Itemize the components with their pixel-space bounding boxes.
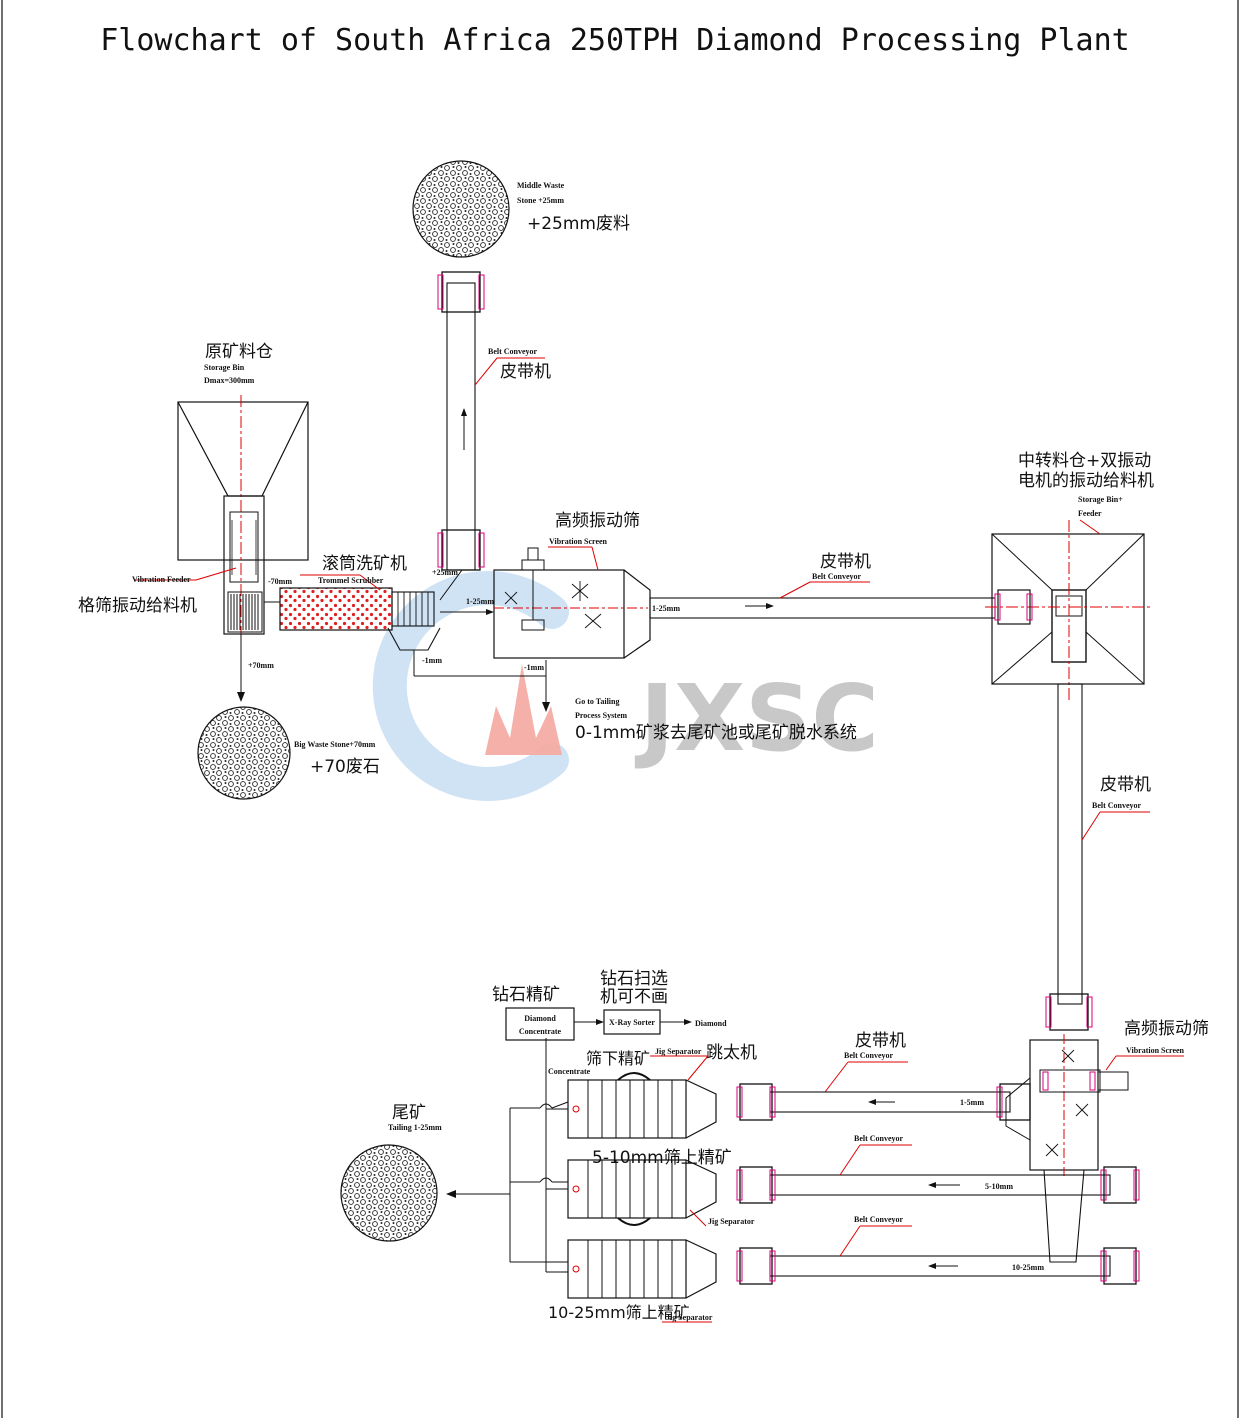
grizzly-en-label: Vibration Feeder (132, 575, 191, 584)
screen1-cn-label: 高频振动筛 (555, 511, 640, 531)
big-waste-cn-label: +70废石 (310, 757, 380, 777)
jig3-en-label: Jig Separator (666, 1313, 713, 1322)
plus25-chute: +25mm 1-25mm (432, 568, 494, 615)
belt-conveyor-4: 1-5mm Belt Conveyor 皮带机 (736, 1031, 1031, 1121)
scrubber-cn-label: 滚筒洗矿机 (322, 554, 407, 574)
xray-cn2-label: 机可不画 (600, 987, 668, 1007)
trommel-scrubber: 滚筒洗矿机 Trommel Scrubber (279, 554, 435, 631)
storage-bin-dmax-label: Dmax=300mm (204, 376, 255, 385)
belt1-cn-label: 皮带机 (500, 362, 551, 382)
jig-piping (450, 1040, 569, 1273)
middle-waste-cn-label: +25mm废料 (527, 214, 630, 234)
tailing-cn-label: 尾矿 (392, 1103, 426, 1123)
screen1-en-label: Vibration Screen (549, 537, 608, 546)
belt5-size-label: 5-10mm (985, 1182, 1013, 1191)
middle-waste-pile: Middle Waste Stone +25mm +25mm废料 (412, 160, 630, 258)
belt4-size-label: 1-5mm (960, 1098, 984, 1107)
middle-waste-en-label: Middle Waste (517, 181, 565, 190)
diamond-conc-cn-label: 钻石精矿 (492, 985, 560, 1005)
belt4-cn-label: 皮带机 (855, 1031, 906, 1051)
plus25-label: +25mm (432, 568, 458, 577)
jig2-en-label: Jig Separator (708, 1217, 755, 1226)
storage-bin-en-label: Storage Bin (204, 363, 245, 372)
xray-en-label: X-Ray Sorter (609, 1018, 655, 1027)
tailing-pile: 尾矿 Tailing 1-25mm (340, 1103, 442, 1242)
watermark-ring (372, 571, 569, 801)
jig-separator-3: 10-25mm筛上精矿 Jig Separator (548, 1239, 717, 1323)
diamond-concentrate-box: Diamond Concentrate 钻石精矿 (492, 985, 575, 1041)
belt4-en-label: Belt Conveyor (844, 1051, 894, 1060)
watermark-flame-icon (485, 664, 562, 755)
tailing-system-en1-label: Go to Tailing (575, 697, 619, 706)
surge-bin-en2-label: Feeder (1078, 509, 1102, 518)
belt3-en-label: Belt Conveyor (1092, 801, 1142, 810)
xray-cn1-label: 钻石扫选 (600, 969, 668, 989)
tailing-system-cn-label: 0-1mm矿浆去尾矿池或尾矿脱水系统 (575, 723, 857, 743)
scrubber-minus1-label: -1mm (422, 656, 442, 665)
big-waste-flow: +70mm (237, 634, 274, 702)
jxsc-watermark: JXSC (372, 571, 879, 801)
belt-conveyor-6: 10-25mm Belt Conveyor (736, 1215, 1140, 1285)
diamond-conc-en1-label: Diamond (524, 1014, 556, 1023)
jig1-en-label: Jig Separator (655, 1047, 702, 1056)
surge-bin-en1-label: Storage Bin+ (1078, 495, 1123, 504)
storage-bin: 原矿料仓 Storage Bin Dmax=300mm (177, 342, 309, 640)
belt5-en-label: Belt Conveyor (854, 1134, 904, 1143)
jig3-cn-label: 10-25mm筛上精矿 (548, 1303, 690, 1322)
concentrate-label: Concentrate (548, 1067, 591, 1076)
tailing-en-label: Tailing 1-25mm (388, 1123, 442, 1132)
jig-separator-1: 筛下精矿 Jig Separator 跳太机 (567, 1043, 757, 1139)
watermark-text: JXSC (634, 665, 879, 772)
xray-sorter-box: X-Ray Sorter Diamond 钻石扫选 机可不画 (574, 969, 727, 1035)
belt1-en-label: Belt Conveyor (488, 347, 538, 356)
jig1-cn2-label: 跳太机 (706, 1043, 757, 1063)
belt2-size-label: 1-25mm (652, 604, 680, 613)
surge-bin-cn2-label: 电机的振动给料机 (1018, 471, 1154, 491)
screen1-minus1-label: -1mm (524, 663, 544, 672)
vibration-screen-1: 高频振动筛 Vibration Screen (493, 511, 651, 659)
vibration-screen-2: 高频振动筛 Vibration Screen (1005, 1019, 1209, 1263)
diamond-output-label: Diamond (695, 1019, 727, 1028)
storage-bin-cn-label: 原矿料仓 (205, 342, 273, 362)
belt-conveyor-1: Belt Conveyor 皮带机 (437, 271, 551, 571)
belt-conveyor-5: 5-10mm Belt Conveyor (736, 1134, 1140, 1204)
grizzly-vibration-feeder: Vibration Feeder 格筛振动给料机 -70mm (78, 495, 292, 635)
screen2-en-label: Vibration Screen (1126, 1046, 1185, 1055)
tailing-system-en2-label: Process System (575, 711, 627, 720)
screen1-feed-size-label: 1-25mm (466, 597, 494, 606)
belt6-en-label: Belt Conveyor (854, 1215, 904, 1224)
big-waste-size-label: +70mm (248, 661, 274, 670)
grizzly-cn-label: 格筛振动给料机 (78, 596, 197, 616)
belt2-cn-label: 皮带机 (820, 552, 871, 572)
belt-conveyor-2: 1-25mm Belt Conveyor 皮带机 (649, 552, 996, 619)
belt3-cn-label: 皮带机 (1100, 775, 1151, 795)
screen2-cn-label: 高频振动筛 (1124, 1019, 1209, 1039)
surge-bin-feeder: 中转料仓+双振动 电机的振动给料机 Storage Bin+ Feeder (985, 451, 1154, 700)
jig1-cn-label: 筛下精矿 (586, 1049, 650, 1068)
big-waste-en-label: Big Waste Stone+70mm (294, 740, 376, 749)
diagram-title: Flowchart of South Africa 250TPH Diamond… (100, 23, 1130, 58)
scrubber-en-label: Trommel Scrubber (318, 576, 384, 585)
diamond-conc-en2-label: Concentrate (519, 1027, 562, 1036)
grizzly-minus70-label: -70mm (268, 577, 292, 586)
big-waste-pile: Big Waste Stone+70mm +70废石 (197, 706, 380, 800)
scrubber-undersize-hopper: -1mm -1mm Go to Tailing Process System 0… (387, 627, 857, 743)
jig-separator-2: 5-10mm筛上精矿 Jig Separator (567, 1148, 755, 1227)
belt6-size-label: 10-25mm (1012, 1263, 1044, 1272)
jig2-cn-label: 5-10mm筛上精矿 (592, 1148, 732, 1168)
middle-waste-size-label: Stone +25mm (517, 196, 564, 205)
tailing-arrow-icon (446, 1190, 456, 1198)
belt-conveyor-3: 皮带机 Belt Conveyor (1045, 683, 1151, 1031)
surge-bin-cn1-label: 中转料仓+双振动 (1018, 451, 1151, 471)
belt2-en-label: Belt Conveyor (812, 572, 862, 581)
